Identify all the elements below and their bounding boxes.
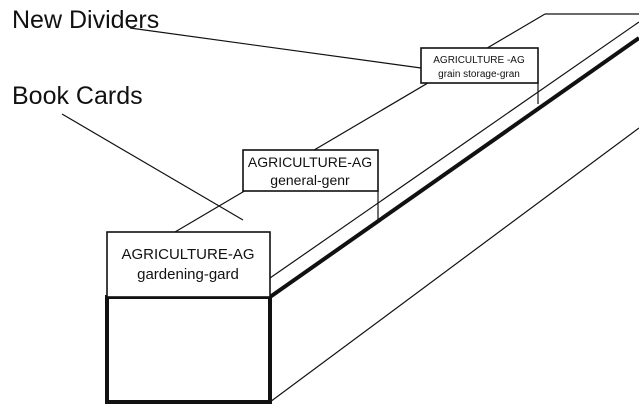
drawer-front-face xyxy=(105,295,272,404)
divider-card-rect xyxy=(242,149,379,192)
divider-card-gardening: AGRICULTURE-AG gardening-gard xyxy=(106,231,271,298)
book-cards-leader-line xyxy=(61,113,244,221)
drawer-top-right-edge xyxy=(268,36,639,299)
new-dividers-label: New Dividers xyxy=(12,6,159,34)
book-cards-label: Book Cards xyxy=(12,82,143,110)
divider-card-subject: grain storage-gran xyxy=(438,69,520,80)
drawer-outline xyxy=(105,13,639,404)
divider-card-category: AGRICULTURE-AG xyxy=(248,154,372,170)
divider-card-rect xyxy=(106,231,271,298)
divider-card-rect xyxy=(420,47,539,84)
new-dividers-leader-line xyxy=(129,27,422,69)
divider-card-category: AGRICULTURE-AG xyxy=(121,246,254,263)
drawer-left-edge xyxy=(174,13,546,233)
drawer-bottom-edge xyxy=(269,127,639,403)
divider-card-general: AGRICULTURE-AG general-genr xyxy=(242,149,379,192)
drawer-inner-wall xyxy=(269,21,639,279)
divider-card-grain-storage: AGRICULTURE -AG grain storage-gran xyxy=(420,47,539,84)
divider-card-category: AGRICULTURE -AG xyxy=(433,55,525,66)
divider-card-subject: gardening-gard xyxy=(137,266,239,283)
divider-card-subject: general-genr xyxy=(270,172,350,188)
